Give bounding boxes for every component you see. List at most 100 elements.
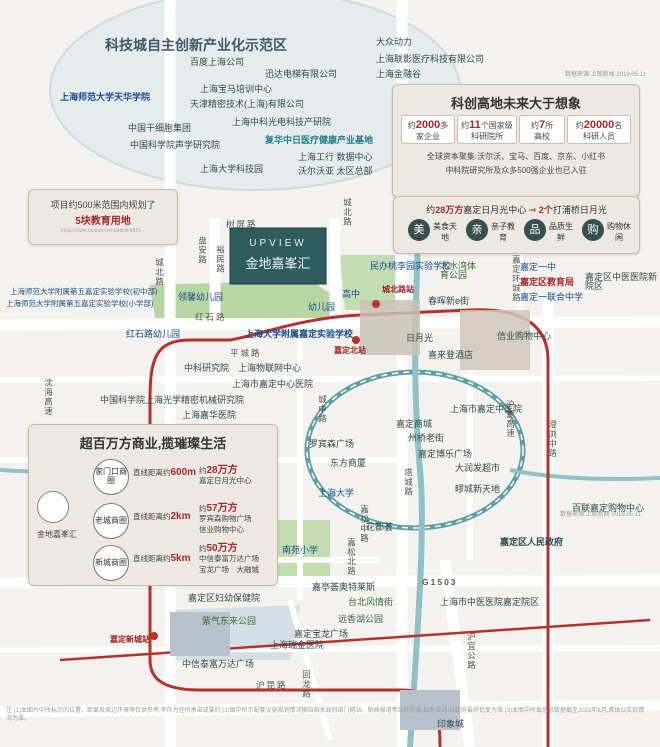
panel-edu-line1: 项目约500米范围内规划了 — [50, 200, 156, 210]
biz-dist-new: 直线距离约5km — [133, 553, 191, 564]
mall-dazhi: 大润发超市 — [455, 463, 501, 473]
station-jiadingbei: 嘉定北站 — [334, 346, 366, 355]
poi-jinhe: 上海金融谷 — [376, 69, 422, 79]
poi-dazhong: 大众动力 — [376, 37, 413, 47]
road-hongshi: 红石路 — [195, 312, 227, 322]
mall-luobin: 罗宾森广场 — [309, 439, 355, 449]
mall-huadu: 花都荟 — [366, 522, 394, 532]
mall-xinye: 信业购物中心 — [497, 331, 552, 341]
panel-biz: 超百万方商业,揽璀璨生活 金地嘉峯汇 家门口商圈 直线距离约600m 约28万方… — [28, 424, 278, 586]
school-minyi: 民办桃李园实验学校 — [370, 261, 452, 271]
mall-riyue: 日月光 — [406, 333, 434, 343]
biz-desc-old: 罗宾森购物广场 信业购物中心 — [199, 514, 252, 534]
poi-baoma: 上海宝马培训中心 — [200, 84, 273, 94]
stat-researchers: 约20000名科研人员 — [567, 115, 631, 144]
metro-station-icon — [150, 632, 158, 640]
panel-edu-url: https://www.toutiao.com/article/6815... — [60, 228, 146, 234]
road-shujie: 树屏路 — [226, 219, 258, 229]
building-xinye — [460, 310, 530, 370]
mall-bailian: 百联嘉定购物中心 — [572, 503, 645, 513]
road-yuan: 裕民路 — [215, 245, 226, 274]
poi-xunda: 迅达电梯有限公司 — [265, 69, 338, 79]
biz-dist-old: 直线距离约2km — [133, 511, 191, 522]
mall-yinxiang: 印象城 — [437, 719, 465, 729]
brand-cn: 金地嘉峯汇 — [245, 257, 311, 272]
source-note-top: 数据来源:上观新闻 2019.05.11 — [565, 72, 646, 78]
mall-dongfang: 东方商厦 — [330, 458, 367, 468]
project-brand: UPVIEW 金地嘉峯汇 — [232, 238, 324, 272]
biz-amt-new: 约50万方 — [199, 543, 238, 554]
mall-baolong: 嘉定宝龙广场 — [294, 629, 349, 639]
brand-en: UPVIEW — [249, 238, 307, 249]
shopping-icon: 购 — [582, 219, 604, 241]
school-jdyizhong: 嘉定一中 — [520, 262, 557, 272]
biz-amt-old: 约57万方 — [199, 503, 238, 514]
mall-taibei: 台北风情街 — [348, 597, 394, 607]
stat-universities: 约7所高校 — [519, 115, 565, 144]
road-huilong: 回龙路 — [301, 670, 312, 699]
mall-jiucheng: 疁城新天地 — [455, 484, 501, 494]
school-lingjian: 领馨幼儿园 — [178, 292, 224, 302]
road-g1503: G1503 — [422, 577, 458, 587]
poi-yiyuan: 上海市嘉定中心医院 — [232, 379, 314, 389]
project-site — [229, 227, 327, 285]
panel-future-title: 科创高地未来大于想象 — [450, 96, 581, 111]
svc-food-label: 美食天地 — [433, 222, 457, 242]
road-pingcheng: 平城路 — [230, 348, 262, 358]
station-chengbei: 城北路站 — [382, 285, 414, 294]
school-fuzhong-2: 上海师范大学附属第五嘉定实验学校(小学部) — [6, 299, 154, 308]
mall-xilai: 喜来登酒店 — [428, 350, 474, 360]
panel-biz-origin: 金地嘉峯汇 — [37, 530, 77, 539]
panel-edu-line2: 5块教育用地 — [75, 216, 131, 227]
station-jiadingxc: 嘉定新城站 — [110, 635, 150, 644]
location-pin-icon — [37, 491, 69, 523]
school-shdfz: 上海大学附属嘉定实验学校 — [245, 329, 354, 339]
school-shnu-tianhua: 上海师范大学天华学院 — [60, 92, 151, 102]
panel-future: 科创高地未来大于想象 约2000多家企业 约11个国家级科研院所 约7所高校 约… — [392, 84, 640, 198]
road-jiadingring: 嘉定环城路 — [511, 255, 522, 303]
road-jiasongzhong: 嘉松中路 — [359, 505, 370, 543]
school-hongshi: 红石路幼儿园 — [126, 329, 181, 339]
biz-desc-new: 中信泰富万达广场 宝龙广场 大融城 — [199, 554, 259, 574]
mall-zhongxin: 中信泰富万达广场 — [182, 659, 255, 669]
poi-guangxue: 中国科学院上海光学精密机械研究院 — [100, 395, 245, 405]
school-jdylian: 嘉定一联合中学 — [520, 292, 584, 302]
road-tacheng: 塔城路 — [403, 468, 414, 497]
footnote: 注:(1)本图片中所标示的位置、距离及周边环境等仅供参考,不作为任何承诺或要约;… — [6, 708, 645, 722]
poi-tianjin: 天津精密技术(上海)有限公司 — [190, 99, 304, 109]
svc-fresh-label: 品质生鲜 — [549, 222, 573, 242]
school-fuzhong-1: 上海师范大学附属第五嘉定实验学校(初中部) — [10, 287, 158, 296]
building-riyue — [360, 300, 420, 355]
mall-jdshangcheng: 嘉定商城 — [396, 419, 433, 429]
poi-gongye: 上海工行 数据中心 — [298, 152, 373, 162]
park-beishui: 北水湾体育公园 — [440, 261, 477, 280]
road-chengbei-2: 城北路 — [154, 258, 165, 287]
panel-biz-title: 超百万方商业,揽璀璨生活 — [79, 436, 227, 451]
science-zone-title: 科技城自主创新产业化示范区 — [105, 37, 287, 53]
poi-wulian: 上海物联网中心 — [238, 363, 302, 373]
poi-baidu: 百度上海公司 — [190, 57, 245, 67]
poi-zhongyi-2: 上海市中医医院嘉定院区 — [440, 597, 540, 607]
mall-jiaxin: 嘉亭荟奥特莱斯 — [312, 582, 376, 592]
biz-amt-home: 约28万方 — [199, 465, 238, 476]
metro-line-2 — [59, 618, 651, 662]
poi-dakeji: 上海大学科技园 — [200, 164, 264, 174]
metro-station-icon — [352, 336, 360, 344]
biz-node-new: 新城商圈 — [93, 545, 129, 581]
road-chengzhong-2: 城中路 — [317, 395, 328, 424]
road-hucai: 沪昆路 — [256, 680, 288, 690]
svc-kids-label: 亲子教育 — [491, 222, 515, 242]
metro-station-icon — [372, 300, 380, 308]
road-chengzhong: 澄浏中路 — [547, 420, 558, 458]
road-panxing: 盘安路 — [197, 236, 208, 265]
poi-fuyou: 嘉定区妇幼保健院 — [188, 593, 261, 603]
stat-enterprises: 约2000多家企业 — [401, 115, 455, 144]
biz-node-old: 老城商圈 — [93, 503, 129, 539]
panel-sun-title: 约28万方嘉定日月光中心 ⇒ 2个打浦桥日月光 — [426, 205, 607, 215]
fresh-icon: 品 — [524, 219, 546, 241]
poi-zhongke: 中科研究院 — [184, 363, 230, 373]
svc-shopping-label: 购物休闲 — [607, 222, 631, 242]
poi-fuhua: 复华中日医疗健康产业基地 — [265, 135, 374, 145]
poi-zkdz: 上海中科光电科技产研院 — [232, 117, 332, 127]
school-shu: 上海大学 — [318, 488, 355, 498]
